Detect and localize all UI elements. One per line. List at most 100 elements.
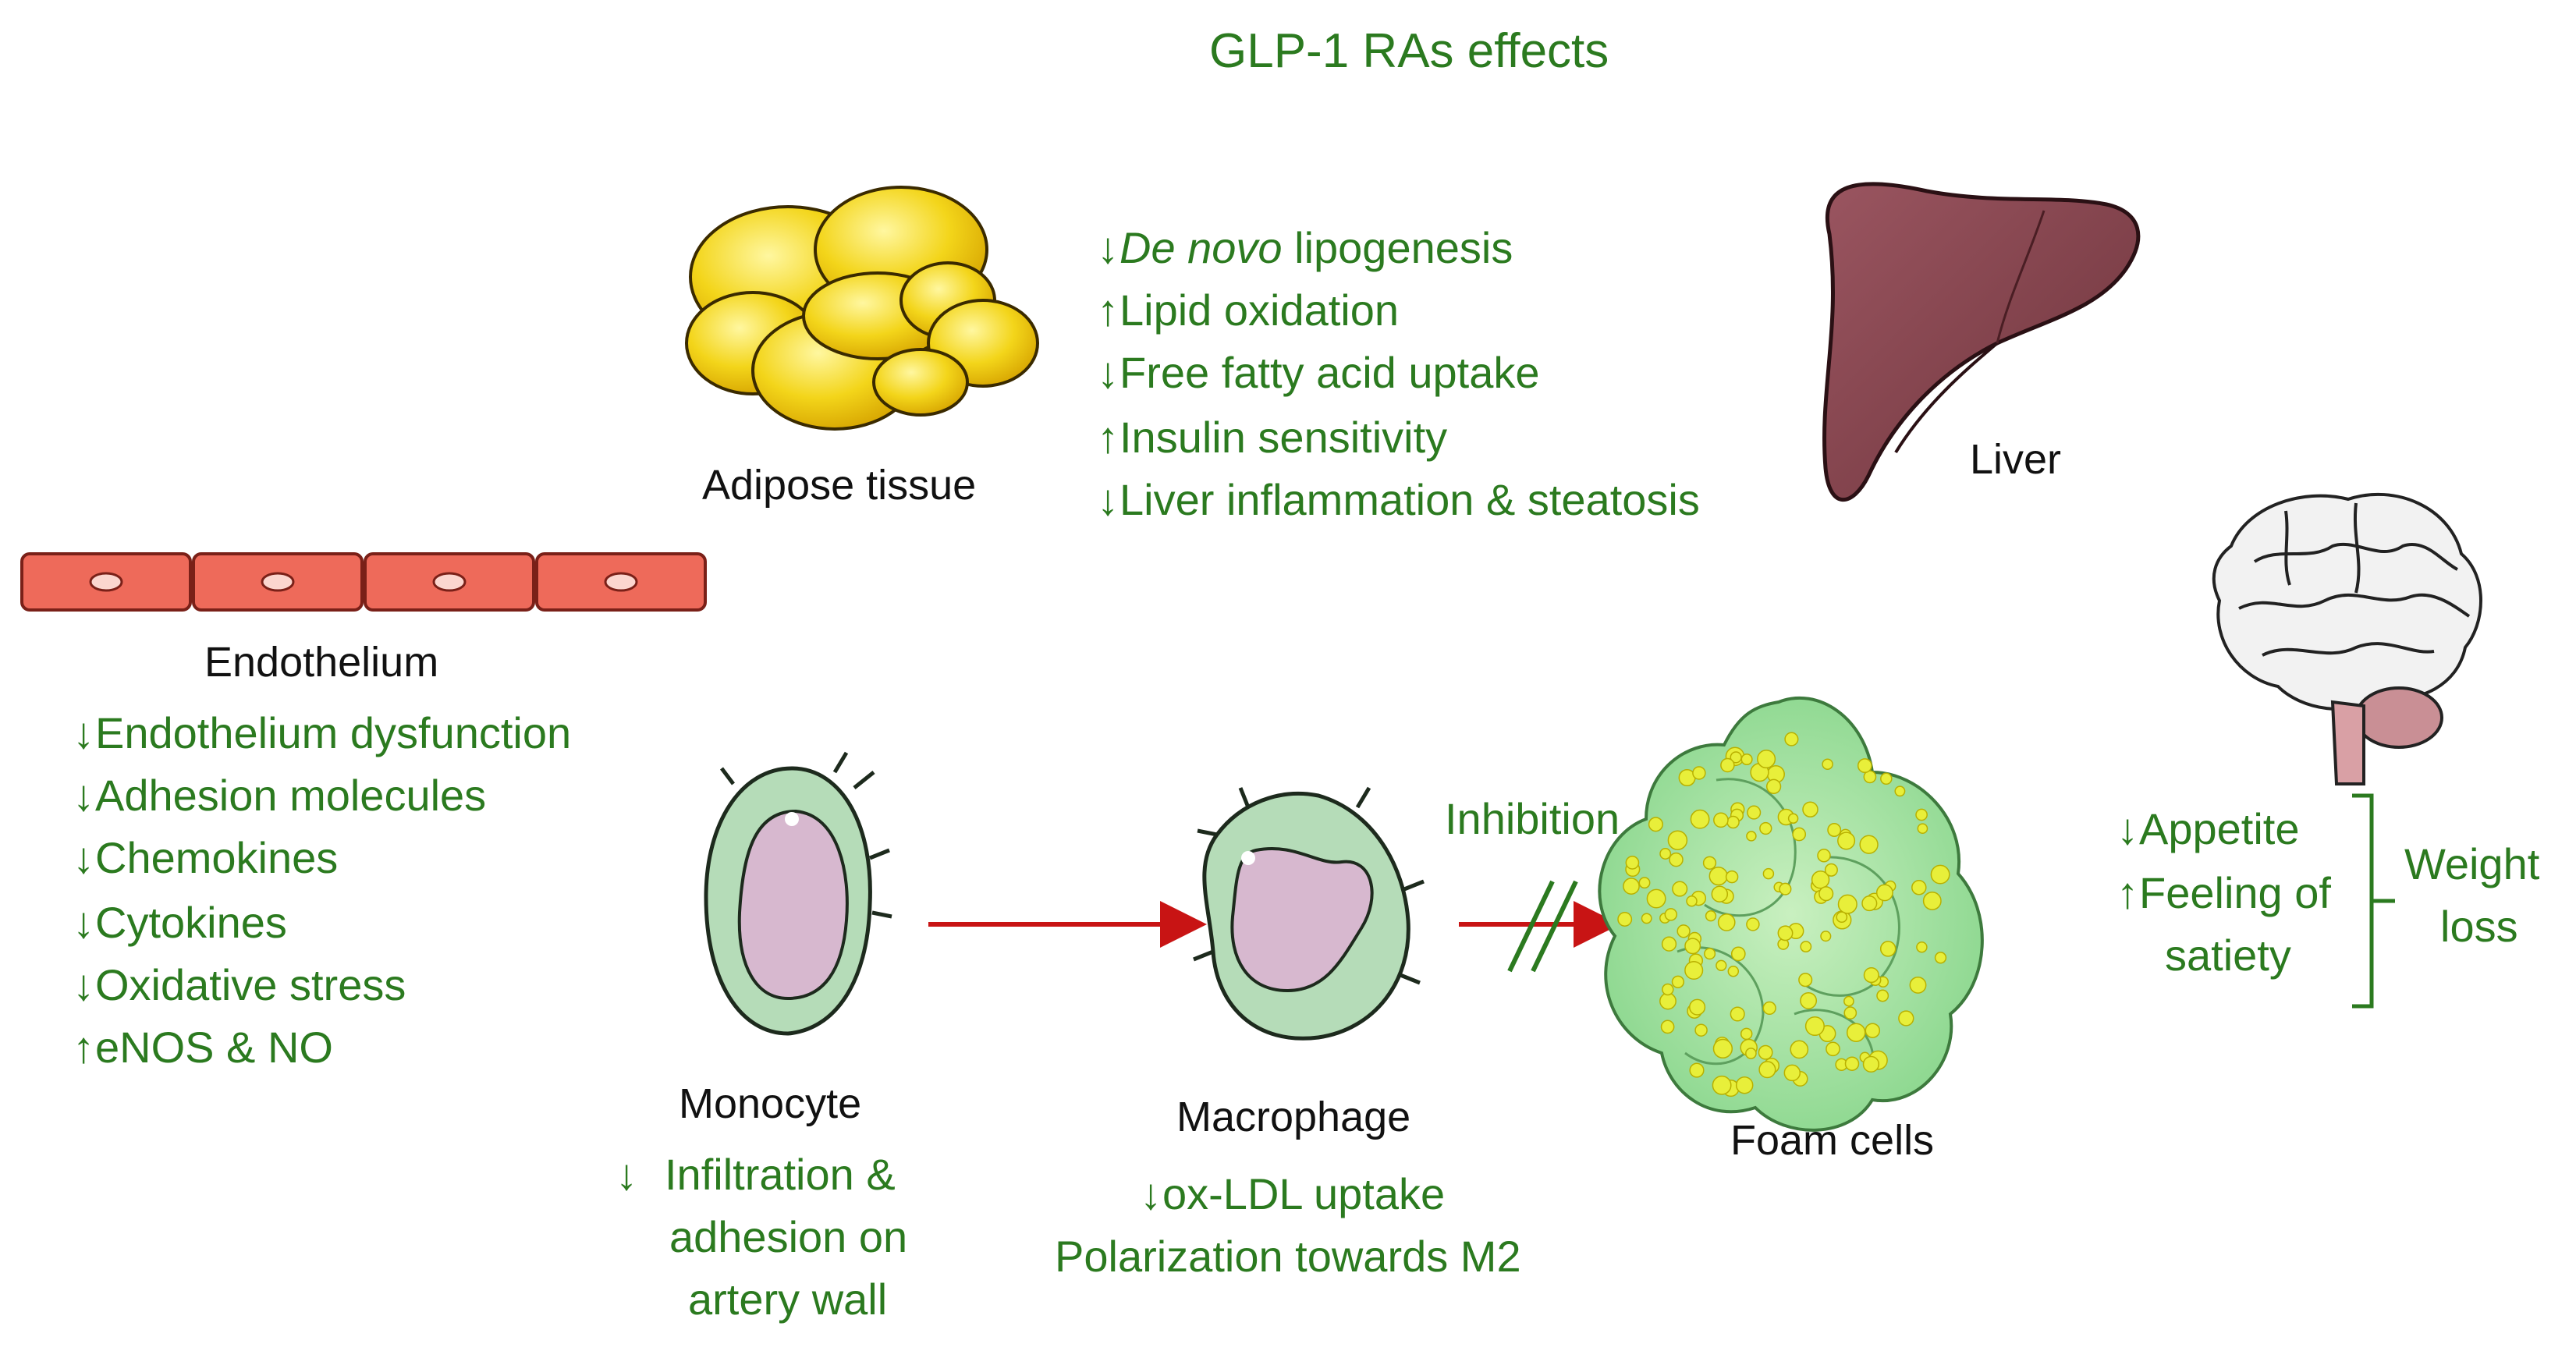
lipid-droplet (1746, 917, 1760, 931)
lipid-droplet (1669, 852, 1684, 867)
down-arrow-icon: ↓ (1097, 223, 1119, 272)
lipid-droplet (1726, 815, 1740, 829)
effect-text: Lipid oxidation (1119, 285, 1400, 335)
lipid-droplet (1846, 1023, 1866, 1042)
lipid-droplet (1730, 1006, 1745, 1022)
lipid-droplet (1730, 751, 1742, 764)
lipid-droplet (1716, 959, 1727, 971)
brain-effect-2-cont: satiety (2165, 931, 2291, 980)
lipid-droplet (1662, 983, 1674, 996)
effect-text: Cytokines (95, 898, 287, 947)
effect-text: Feeling of (2139, 868, 2331, 917)
diagram-title: GLP-1 RAs effects (1209, 24, 1609, 78)
lipid-droplet (1790, 1040, 1809, 1059)
lipid-droplet (1623, 878, 1640, 895)
effect-text: Insulin sensitivity (1119, 413, 1448, 462)
lipid-droplet (1708, 866, 1728, 886)
effect-text: eNOS & NO (95, 1023, 333, 1072)
lipid-droplet (1922, 892, 1942, 910)
lipid-droplet (1787, 813, 1799, 824)
monocyte-effect-line-3: artery wall (688, 1275, 888, 1324)
lipid-droplet (1704, 948, 1716, 960)
lipid-droplet (1762, 867, 1775, 880)
down-arrow-icon: ↓ (2117, 804, 2138, 853)
lipid-droplet (1824, 863, 1838, 877)
endothelium-effect-1: ↓Endothelium dysfunction (72, 711, 571, 755)
weight-loss-bracket (2352, 793, 2395, 1009)
liver-label: Liver (1970, 436, 2062, 483)
down-arrow-icon: ↓ (1140, 1169, 1162, 1218)
lipid-droplet (1660, 1019, 1675, 1034)
lipid-droplet (1843, 995, 1854, 1007)
lipid-droplet (1894, 785, 1906, 797)
lipid-droplet (1641, 913, 1652, 924)
lipid-droplet (1859, 835, 1879, 854)
effect-text: ox-LDL uptake (1162, 1169, 1446, 1218)
lipid-droplet (1705, 910, 1717, 922)
macrophage-icon (1193, 786, 1425, 1041)
lipid-droplet (1746, 831, 1757, 842)
lipid-droplet (1712, 1075, 1732, 1095)
lipid-droplet (1747, 805, 1762, 820)
down-arrow-icon: ↓ (73, 833, 94, 882)
endothelium-effect-2: ↓Adhesion molecules (72, 774, 486, 817)
up-arrow-icon: ↑ (1097, 413, 1119, 462)
adipose-tissue-icon (685, 186, 1039, 431)
endothelium-effect-6: ↑eNOS & NO (72, 1026, 333, 1069)
lipid-droplet (1638, 877, 1651, 889)
up-arrow-icon: ↑ (73, 1023, 94, 1072)
lipid-droplet (1713, 812, 1729, 828)
brain-icon (2212, 492, 2482, 785)
lipid-droplet (1757, 750, 1776, 769)
lipid-droplet (1725, 870, 1739, 884)
lipid-droplet (1804, 1016, 1825, 1037)
lipid-droplet (1659, 992, 1677, 1010)
lipid-droplet (1879, 941, 1897, 957)
endothelium-effect-4: ↓Cytokines (72, 901, 287, 945)
lipid-droplet (1930, 864, 1950, 885)
monocyte-icon (704, 751, 892, 1036)
inhibition-slashes (1507, 880, 1578, 973)
down-arrow-icon: ↓ (1097, 475, 1119, 524)
lipid-droplet (1702, 856, 1717, 870)
lipid-droplet (1672, 881, 1688, 897)
lipid-droplet (1798, 973, 1813, 988)
up-arrow-icon: ↑ (2117, 868, 2138, 917)
lipid-droplet (1802, 801, 1818, 817)
lipid-droplet (1684, 960, 1704, 980)
lipid-droplet (1711, 885, 1729, 902)
lipid-droplet (1911, 880, 1927, 895)
lipid-droplet (1625, 856, 1640, 870)
lipid-droplet (1863, 967, 1879, 984)
lipid-droplet (1827, 823, 1842, 837)
endothelium-icon (20, 552, 707, 612)
monocyte-effect-arrow: ↓ (615, 1153, 638, 1197)
effect-text: Adhesion molecules (95, 771, 487, 820)
lipid-droplet (1865, 1023, 1881, 1038)
foam-cells-icon (1598, 696, 1984, 1132)
lipid-droplet (1917, 823, 1928, 835)
lipid-droplet (1661, 936, 1677, 952)
endothelium-label: Endothelium (204, 639, 439, 686)
lipid-droplet (1667, 830, 1688, 850)
lipid-droplet (1690, 809, 1710, 829)
lipid-droplet (1844, 1056, 1860, 1071)
lipid-droplet (1720, 757, 1735, 773)
brain-effect-2: ↑Feeling of (2116, 871, 2331, 915)
effect-text: Oxidative stress (95, 960, 406, 1009)
endothelium-effect-5: ↓Oxidative stress (72, 963, 406, 1007)
adipose-effect-4: ↑Insulin sensitivity (1096, 416, 1447, 459)
down-arrow-icon: ↓ (73, 771, 94, 820)
down-arrow-icon: ↓ (1097, 348, 1119, 397)
endothelium-effect-3: ↓Chemokines (72, 836, 338, 880)
lipid-droplet (1876, 989, 1889, 1002)
lipid-droplet (1820, 931, 1832, 942)
lipid-droplet (1800, 941, 1812, 953)
lipid-droplet (1745, 1048, 1757, 1059)
lipid-droplet (1916, 941, 1928, 953)
lipid-droplet (1862, 1055, 1880, 1073)
lipid-droplet (1762, 1001, 1776, 1016)
lipid-droplet (1730, 946, 1746, 962)
